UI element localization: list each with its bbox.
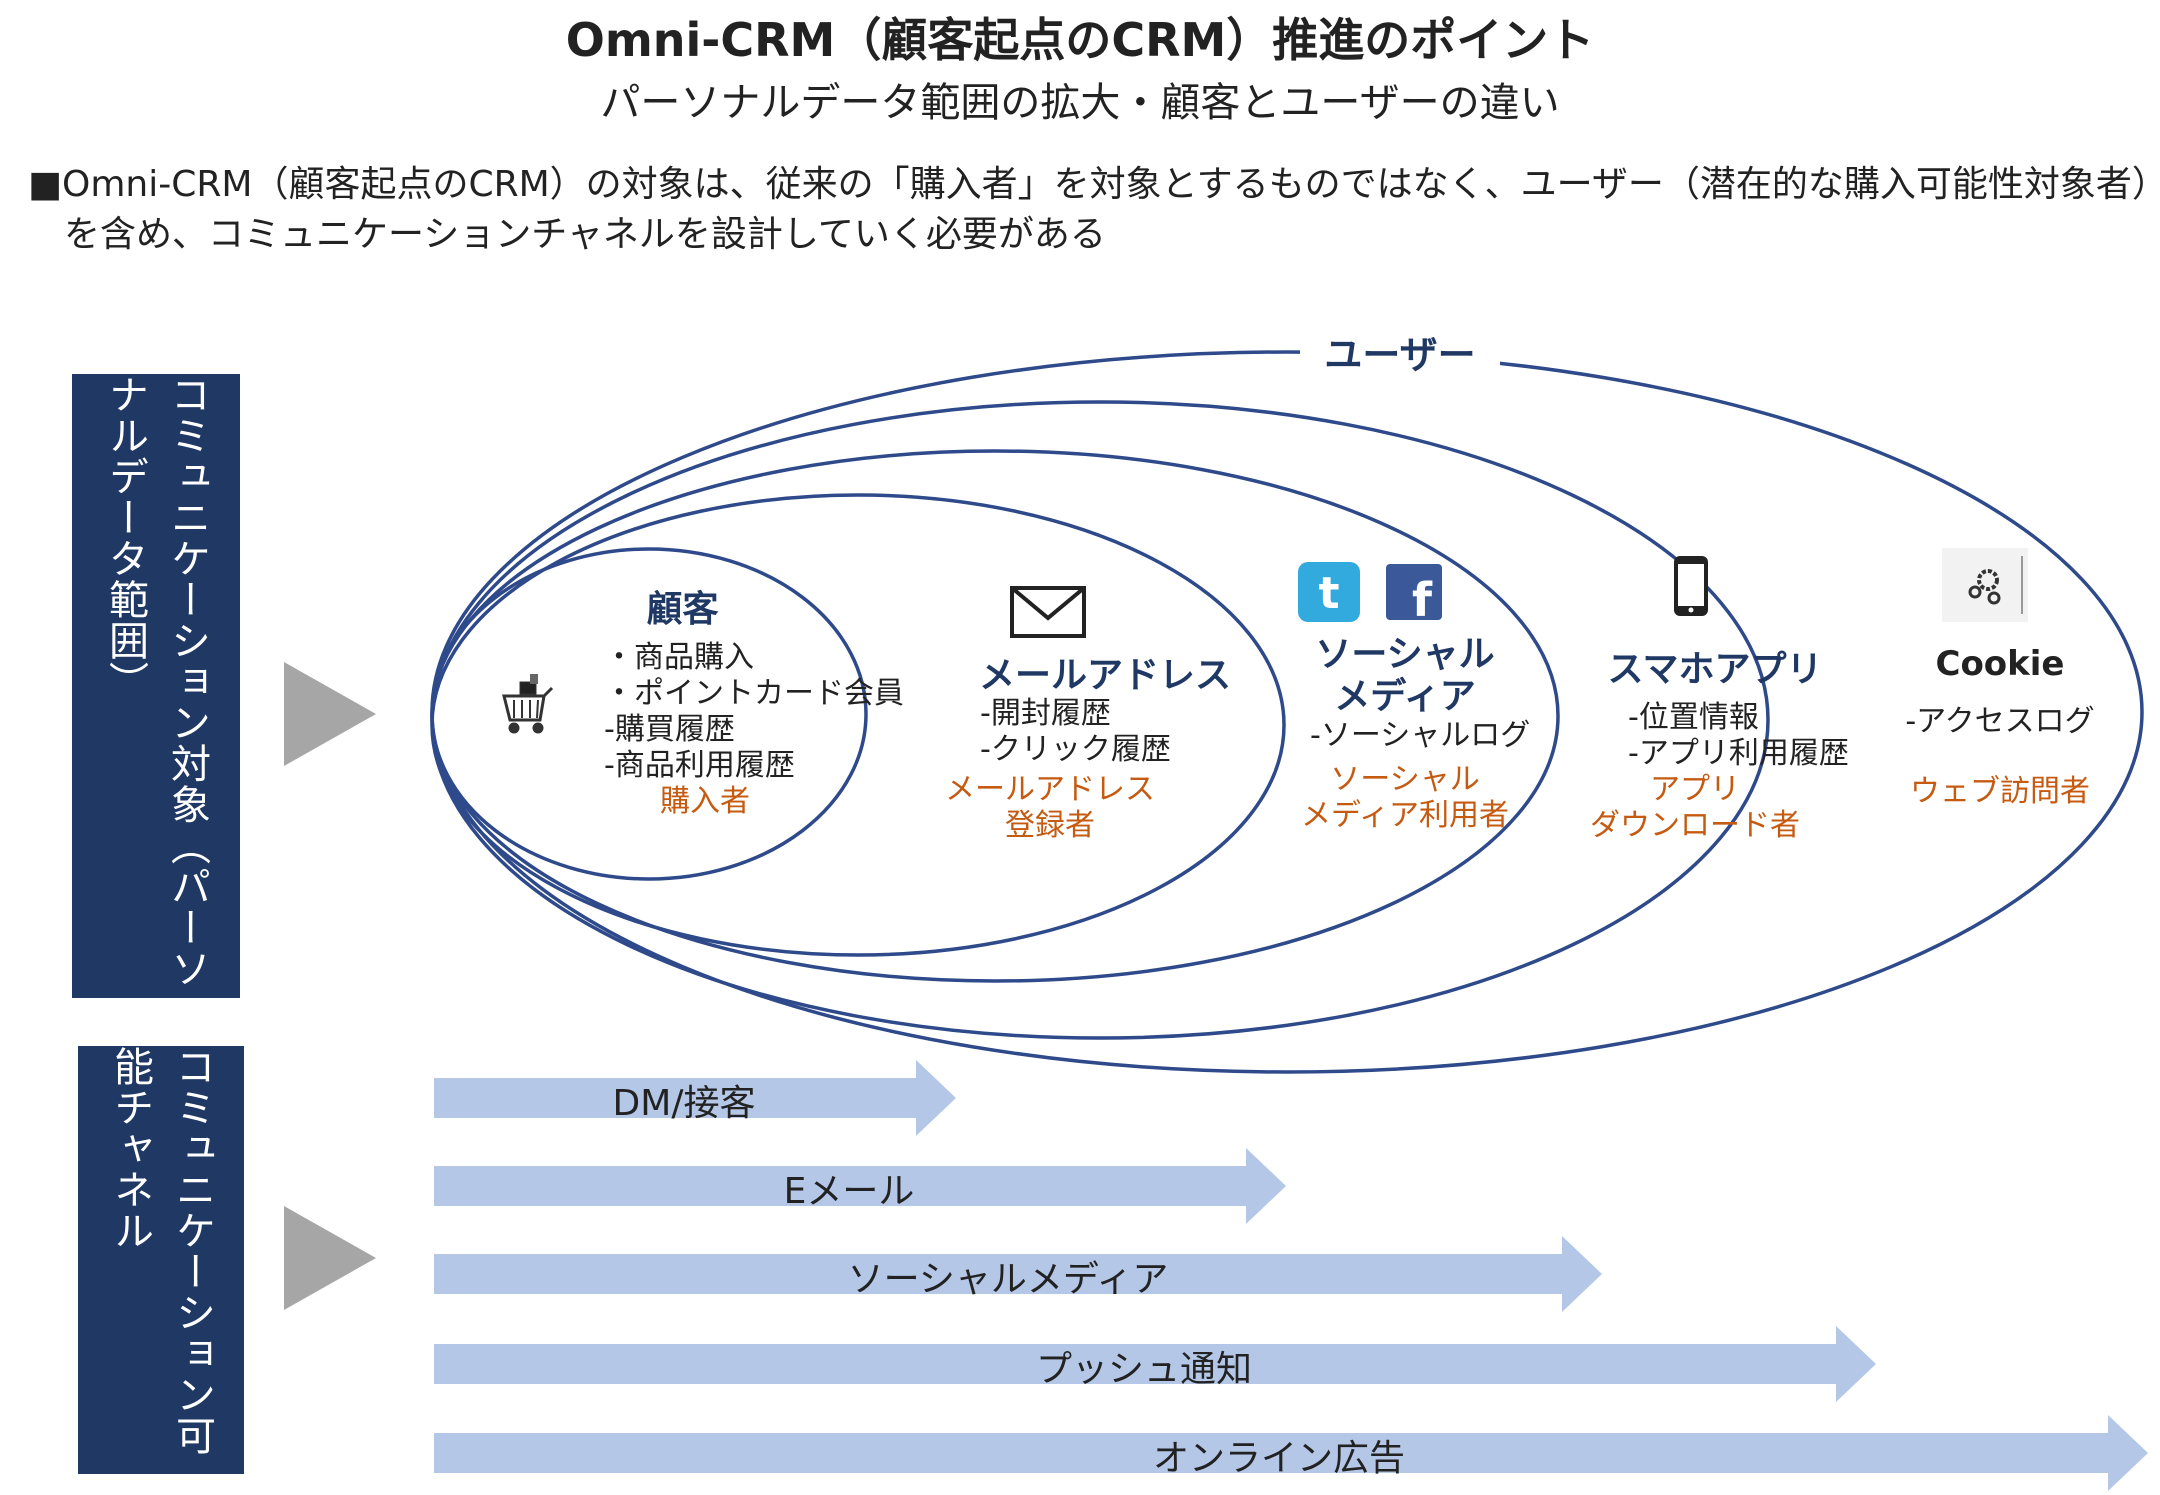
app-item: -アプリ利用履歴 bbox=[1628, 736, 1849, 771]
channel-label-email: Eメール bbox=[783, 1171, 915, 1212]
channel-arrows bbox=[434, 1060, 2148, 1491]
target-scope-box: コミュニケーション対象（パーソナルデータ範囲） bbox=[72, 374, 240, 998]
channel-label-dm: DM/接客 bbox=[612, 1083, 756, 1124]
app-who: アプリ ダウンロード者 bbox=[1580, 772, 1810, 844]
channel-arrow-email bbox=[434, 1148, 1286, 1224]
social-item: -ソーシャルログ bbox=[1310, 718, 1531, 753]
app-heading: スマホアプリ bbox=[1607, 649, 1823, 690]
channel-arrow-ads bbox=[434, 1415, 2148, 1491]
twitter-icon: t bbox=[1298, 562, 1360, 622]
email-who-line: メールアドレス bbox=[945, 772, 1155, 807]
channel-arrow-push bbox=[434, 1326, 1876, 1402]
customer-item: -購買履歴 bbox=[604, 712, 735, 747]
email-item: -クリック履歴 bbox=[980, 732, 1171, 767]
ellipse-customer bbox=[430, 547, 868, 881]
cookie-heading: Cookie bbox=[1935, 644, 2065, 684]
cookie-item: -アクセスログ bbox=[1905, 704, 2095, 739]
email-who: メールアドレス 登録者 bbox=[930, 772, 1170, 844]
page-subtitle: パーソナルデータ範囲の拡大・顧客とユーザーの違い bbox=[600, 80, 1560, 126]
channels-box: コミュニケーション可能チャネル bbox=[78, 1046, 244, 1474]
app-items: -位置情報 -アプリ利用履歴 bbox=[1628, 700, 1849, 772]
page-title: Omni-CRM（顧客起点のCRM）推進のポイント bbox=[565, 13, 1595, 67]
social-heading-line: ソーシャル bbox=[1315, 634, 1495, 675]
customer-item: ・ポイントカード会員 bbox=[604, 676, 904, 711]
customer-items: ・商品購入 ・ポイントカード会員 -購買履歴 -商品利用履歴 bbox=[604, 640, 904, 784]
email-heading: メールアドレス bbox=[978, 655, 1231, 696]
social-who: ソーシャル メディア利用者 bbox=[1280, 762, 1530, 834]
customer-who: 購入者 bbox=[660, 784, 750, 819]
channel-arrow-dm bbox=[434, 1060, 956, 1136]
shopping-cart-icon bbox=[502, 674, 554, 734]
pointer-triangle-top bbox=[284, 662, 376, 766]
user-label: ユーザー bbox=[1324, 333, 1476, 377]
smartphone-icon bbox=[1674, 556, 1708, 616]
social-who-line: メディア利用者 bbox=[1301, 798, 1509, 833]
channel-arrow-social bbox=[434, 1236, 1602, 1312]
envelope-icon bbox=[1010, 586, 1086, 638]
app-item: -位置情報 bbox=[1628, 700, 1759, 735]
customer-item: -商品利用履歴 bbox=[604, 748, 795, 783]
svg-text:t: t bbox=[1318, 568, 1339, 619]
email-who-line: 登録者 bbox=[1005, 808, 1095, 843]
social-heading-line: メディア bbox=[1334, 676, 1476, 717]
app-who-line: アプリ bbox=[1650, 772, 1740, 807]
social-items: -ソーシャルログ bbox=[1310, 718, 1530, 754]
channel-label-ads: オンライン広告 bbox=[1152, 1438, 1405, 1479]
channel-label-push: プッシュ通知 bbox=[1035, 1349, 1252, 1390]
email-items: -開封履歴 -クリック履歴 bbox=[980, 696, 1171, 768]
app-who-line: ダウンロード者 bbox=[1590, 808, 1800, 843]
cookie-gears-icon bbox=[1942, 548, 2028, 622]
facebook-icon: f bbox=[1386, 564, 1442, 627]
email-item: -開封履歴 bbox=[980, 696, 1111, 731]
social-who-line: ソーシャル bbox=[1330, 762, 1480, 797]
social-heading: ソーシャル メディア bbox=[1290, 634, 1520, 718]
customer-item: ・商品購入 bbox=[604, 640, 754, 675]
cookie-who: ウェブ訪問者 bbox=[1910, 774, 2090, 809]
bullet-text: ■Omni-CRM（顧客起点のCRM）の対象は、従来の「購入者」を対象とするもの… bbox=[28, 164, 2160, 255]
channel-label-social: ソーシャルメディア bbox=[847, 1259, 1169, 1300]
pointer-triangle-bottom bbox=[284, 1206, 376, 1310]
svg-text:f: f bbox=[1412, 573, 1433, 627]
customer-label: 顧客 bbox=[646, 589, 719, 630]
